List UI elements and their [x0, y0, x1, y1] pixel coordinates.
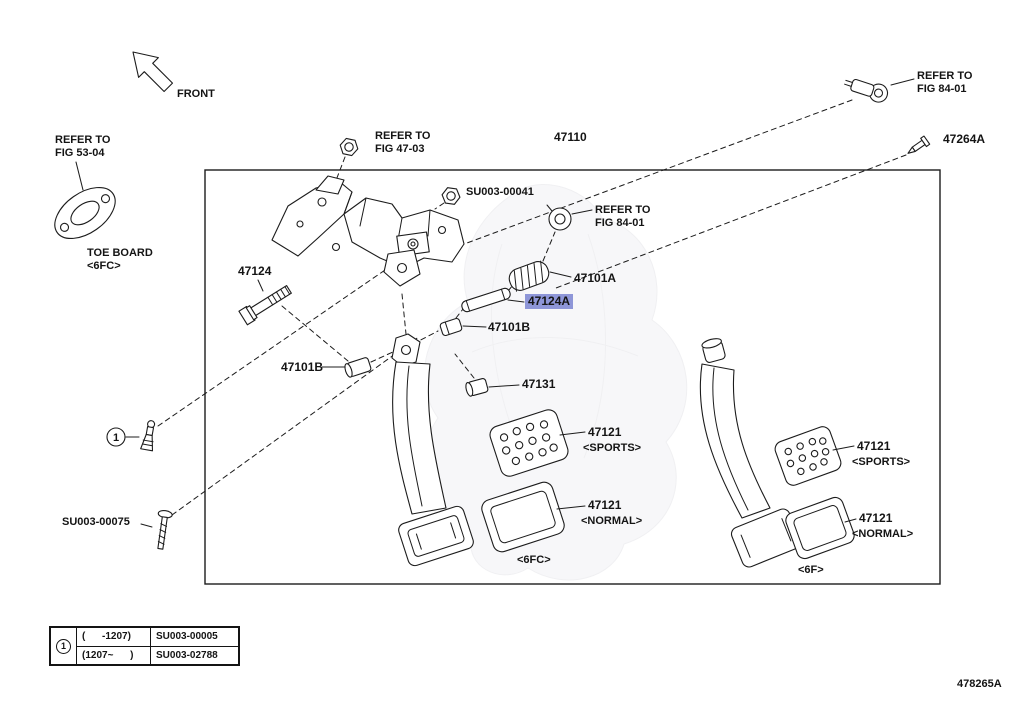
- bolt-47124-icon[interactable]: [238, 283, 293, 326]
- pin-47124A-icon[interactable]: [461, 287, 512, 313]
- switch-sensor-icon[interactable]: [842, 74, 889, 105]
- toe-board-gasket[interactable]: [46, 177, 125, 249]
- spring-47101A-icon[interactable]: [506, 259, 551, 293]
- diagram-border: [204, 169, 941, 585]
- note-refer-fig-84-01-top: REFER TO FIG 84-01: [917, 70, 972, 96]
- pedal-pad-normal-left[interactable]: [479, 480, 566, 554]
- leader-lines: [75, 78, 915, 528]
- table-callout-1: 1: [56, 638, 71, 654]
- application-table: 1 ( -1207) SU003-00005 (1207~ ) SU003-02…: [49, 626, 240, 666]
- table-part-cell: SU003-00005: [150, 626, 239, 647]
- table-range-cell: ( -1207): [76, 626, 151, 647]
- variant-label-sports-left: <SPORTS>: [583, 442, 642, 454]
- bushing-47101B-a-icon[interactable]: [439, 317, 463, 337]
- toe-board-name: TOE BOARD: [87, 247, 153, 259]
- callout-1-text: 1: [113, 432, 119, 444]
- front-arrow-icon: [132, 51, 174, 93]
- nut-icon-fig4703[interactable]: [339, 137, 360, 157]
- pedal-pad-sports-right[interactable]: [773, 424, 843, 487]
- note-line: REFER TO: [375, 130, 431, 142]
- toe-board-group: <6FC>: [87, 260, 121, 272]
- screw-su003-00075-icon[interactable]: [153, 510, 173, 550]
- bushing-47131-icon[interactable]: [465, 378, 489, 397]
- part-label-47101B-a[interactable]: 47101B: [488, 320, 531, 334]
- part-label-47110[interactable]: 47110: [554, 130, 587, 144]
- variant-label-normal-left: <NORMAL>: [581, 515, 643, 527]
- bushing-47101B-b-icon[interactable]: [344, 357, 372, 378]
- callout-1-marker[interactable]: 1: [106, 427, 126, 447]
- note-refer-fig-84-01-mid: REFER TO FIG 84-01: [595, 204, 650, 230]
- note-line: FIG 53-04: [55, 147, 105, 159]
- part-label-47124[interactable]: 47124: [238, 264, 272, 278]
- brake-pedal-left[interactable]: [391, 333, 475, 567]
- nut-icon-su003-00041[interactable]: [441, 187, 461, 205]
- screw-47264A-icon[interactable]: [905, 135, 931, 157]
- pedal-bracket-assembly[interactable]: [271, 175, 465, 287]
- toe-board-label: TOE BOARD <6FC>: [87, 247, 153, 273]
- doc-number: 478265A: [957, 678, 1002, 690]
- variant-label-normal-right: <NORMAL>: [852, 528, 914, 540]
- part-label-47124A[interactable]: 47124A: [525, 294, 574, 309]
- clip-part-icon[interactable]: [140, 420, 158, 452]
- part-label-47101A[interactable]: 47101A: [574, 271, 617, 285]
- part-label-su003-00075[interactable]: SU003-00075: [62, 516, 130, 528]
- part-label-47131[interactable]: 47131: [522, 377, 556, 391]
- note-line: FIG 47-03: [375, 143, 425, 155]
- front-label: FRONT: [177, 88, 215, 100]
- table-range-cell: (1207~ ): [76, 645, 151, 666]
- brake-pedal-right[interactable]: [699, 337, 802, 569]
- group-label-6f: <6F>: [798, 564, 824, 576]
- group-label-6fc: <6FC>: [517, 554, 551, 566]
- note-refer-fig-47-03: REFER TO FIG 47-03: [375, 130, 430, 156]
- table-part-cell: SU003-02788: [150, 645, 239, 666]
- part-label-47121-sports-left[interactable]: 47121: [588, 425, 622, 439]
- part-label-47101B-b[interactable]: 47101B: [281, 360, 324, 374]
- note-refer-fig-53-04: REFER TO FIG 53-04: [55, 134, 110, 160]
- note-line: FIG 84-01: [917, 83, 967, 95]
- pedal-pad-sports-left[interactable]: [488, 407, 571, 478]
- part-label-su003-00041[interactable]: SU003-00041: [466, 186, 534, 198]
- part-label-47264A[interactable]: 47264A: [943, 132, 986, 146]
- part-label-47121-normal-left[interactable]: 47121: [588, 498, 622, 512]
- note-line: REFER TO: [595, 204, 651, 216]
- table-marker-cell: 1: [49, 626, 77, 666]
- grommet-icon[interactable]: [546, 204, 572, 231]
- watermark: [424, 184, 688, 581]
- note-line: REFER TO: [55, 134, 111, 146]
- assembly-dashed-lines: [157, 99, 907, 516]
- part-label-47121-sports-right[interactable]: 47121: [857, 439, 891, 453]
- note-line: FIG 84-01: [595, 217, 645, 229]
- variant-label-sports-right: <SPORTS>: [852, 456, 911, 468]
- part-label-47121-normal-right[interactable]: 47121: [859, 511, 893, 525]
- note-line: REFER TO: [917, 70, 973, 82]
- pedal-pad-normal-right[interactable]: [784, 495, 857, 561]
